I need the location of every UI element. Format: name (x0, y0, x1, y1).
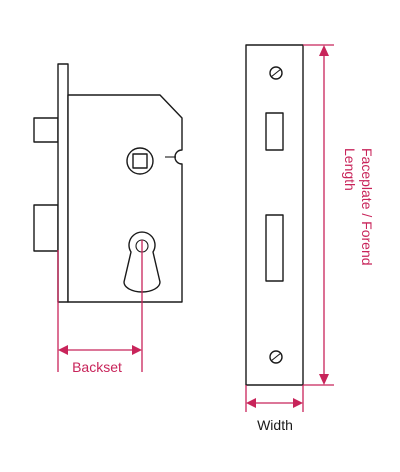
faceplate-front-view: Faceplate / Forend Length Width (245, 44, 375, 433)
backset-label: Backset (72, 359, 122, 375)
deadbolt-opening (265, 214, 284, 282)
latch-bolt (33, 117, 59, 143)
length-arrow-top (319, 45, 329, 56)
length-arrow-bottom (319, 374, 329, 385)
width-arrow-left (246, 398, 256, 408)
dead-bolt (33, 204, 59, 252)
length-label-line1: Faceplate / Forend (359, 148, 375, 266)
backset-arrow-left (58, 345, 68, 355)
width-arrow-right (293, 398, 303, 408)
forend-edge (57, 63, 69, 303)
width-label: Width (257, 417, 293, 433)
lock-side-view: Backset (33, 63, 183, 375)
top-screw-slot (270, 68, 282, 78)
latch-opening (265, 112, 284, 151)
length-label: Faceplate / Forend Length (342, 148, 375, 266)
bottom-screw-slot (270, 352, 282, 362)
backset-arrow-right (132, 345, 142, 355)
spindle-square (132, 153, 148, 169)
length-label-line2: Length (342, 148, 358, 191)
lock-case (67, 94, 183, 303)
